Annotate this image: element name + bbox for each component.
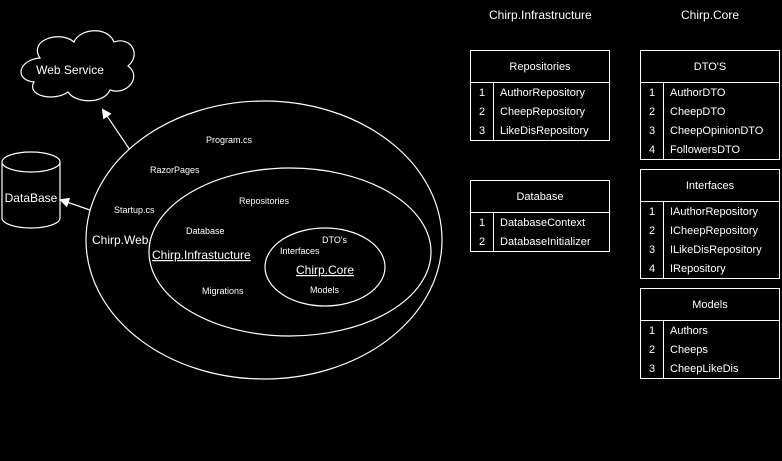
arrow-to-web-service: [101, 108, 131, 151]
infrastructure-column-title: Chirp.Infrastructure: [489, 8, 592, 22]
core-layer-ellipse: [264, 227, 386, 307]
repositories-table-title: Repositories: [470, 50, 610, 83]
web-item-razorpages: RazorPages: [150, 165, 200, 175]
core-item-models: Models: [310, 285, 340, 295]
database-cylinder: DataBase: [1, 151, 61, 229]
arrow-to-database: [59, 197, 91, 211]
infrastructure-layer-name: Chirp.Infrastucture: [152, 248, 251, 262]
core-item-dtos: DTO's: [322, 235, 348, 245]
infra-item-repositories: Repositories: [239, 196, 290, 206]
infra-item-migrations: Migrations: [202, 286, 244, 296]
core-item-interfaces: Interfaces: [280, 246, 320, 256]
web-layer-name: Chirp.Web: [92, 233, 149, 247]
core-layer-name: Chirp.Core: [296, 263, 354, 277]
infra-item-database: Database: [186, 226, 225, 236]
core-column-title: Chirp.Core: [681, 8, 740, 22]
dtos-table-title: DTO'S: [640, 50, 780, 83]
database-table-title: Database: [470, 180, 610, 213]
interfaces-table-title: Interfaces: [640, 169, 780, 202]
database-label: DataBase: [5, 191, 58, 205]
web-item-program: Program.cs: [206, 135, 253, 145]
models-table-title: Models: [640, 288, 780, 321]
web-service-label: Web Service: [36, 63, 104, 77]
web-item-startup: Startup.cs: [114, 205, 155, 215]
web-service-cloud: Web Service: [20, 30, 135, 102]
